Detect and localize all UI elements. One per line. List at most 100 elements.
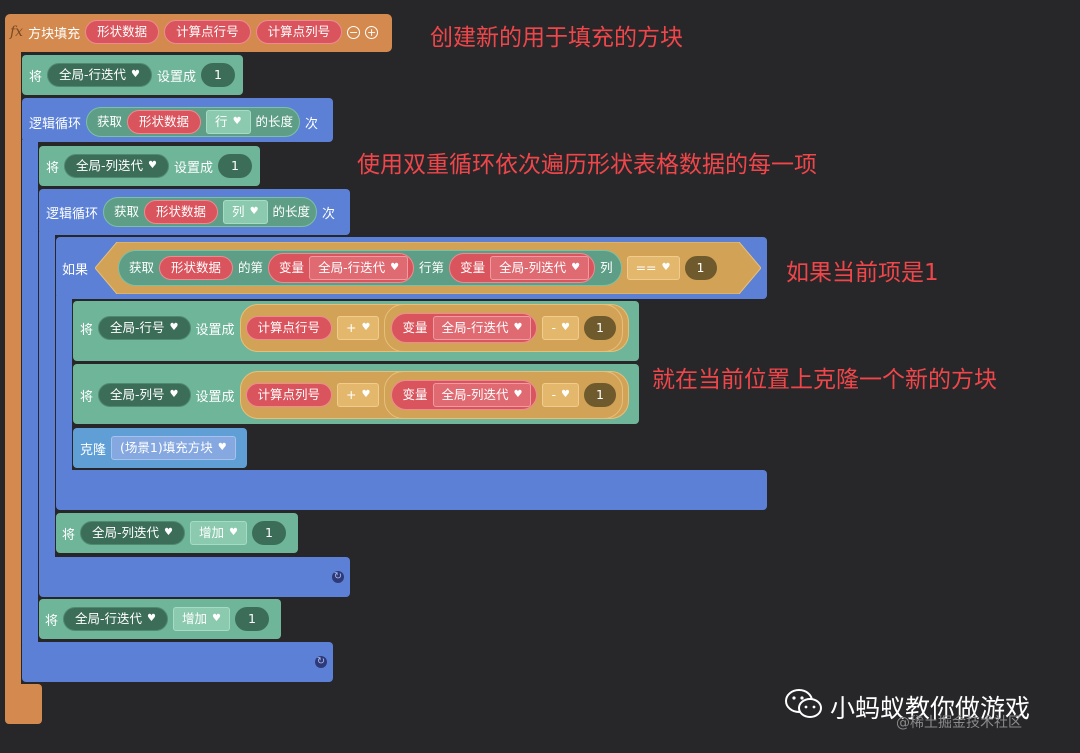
- heart-dropdown-icon: ♥: [229, 527, 238, 538]
- param-shape-data[interactable]: 形状数据: [85, 20, 160, 44]
- set-to-label: 设置成: [195, 389, 235, 405]
- annotation-clone: 就在当前位置上克隆一个新的方块: [652, 367, 997, 393]
- set-to-label: 设置成: [174, 160, 214, 176]
- heart-dropdown-icon: ♥: [169, 322, 179, 333]
- function-block-foot: [5, 684, 42, 724]
- set-keyword: 将: [45, 613, 59, 629]
- set-row-iter-row: 将 全局-行迭代♥ 设置成 1: [29, 63, 236, 87]
- clone-row: 克隆 (场景1)填充方块♥: [80, 436, 236, 460]
- value-input[interactable]: 1: [251, 521, 286, 545]
- function-name[interactable]: 方块填充: [28, 26, 81, 42]
- heart-dropdown-icon: ♥: [571, 262, 581, 273]
- set-keyword: 将: [80, 389, 94, 405]
- get-length-expr[interactable]: 获取 形状数据 行♥ 的长度: [86, 107, 301, 137]
- math-expr[interactable]: 计算点行号 +♥ 变量 全局-行迭代♥ -♥ 1: [239, 304, 629, 352]
- shape-data-var[interactable]: 形状数据: [127, 110, 202, 134]
- loop-keyword: 逻辑循环: [46, 206, 99, 222]
- clone-target-dropdown[interactable]: (场景1)填充方块♥: [111, 436, 236, 460]
- var-dropdown[interactable]: 全局-列迭代♥: [432, 383, 532, 407]
- heart-dropdown-icon: ♥: [164, 527, 173, 538]
- watermark-source: @稀土掘金技术社区: [896, 715, 1022, 731]
- annotation-create-block: 创建新的用于填充的方块: [430, 25, 683, 51]
- loop-keyword: 逻辑循环: [29, 116, 82, 132]
- clone-keyword: 克隆: [80, 442, 107, 458]
- inner-loop-row: 逻辑循环 获取 形状数据 列♥ 的长度 次: [46, 197, 335, 227]
- if-block-spine: [56, 296, 72, 476]
- times-label: 次: [305, 116, 319, 132]
- set-row-no-row: 将 全局-行号♥ 设置成 计算点行号 +♥ 变量 全局-行迭代♥ -♥ 1: [80, 304, 629, 352]
- var-dropdown[interactable]: 全局-行迭代♥: [309, 256, 409, 280]
- value-input[interactable]: 1: [583, 316, 616, 340]
- outer-loop-spine: [22, 140, 38, 645]
- condition-row: 获取 形状数据 的第 变量 全局-行迭代♥ 行第 变量 全局-列迭代♥ 列 ==…: [118, 250, 717, 286]
- var-dropdown[interactable]: 全局-行迭代♥: [47, 63, 152, 87]
- sub-expr[interactable]: 变量 全局-行迭代♥ -♥ 1: [384, 304, 623, 352]
- value-input[interactable]: 1: [234, 607, 269, 631]
- watermark-brand: 小蚂蚁教你做游戏: [830, 694, 1031, 723]
- value-input[interactable]: 1: [201, 63, 236, 87]
- heart-dropdown-icon: ♥: [147, 613, 156, 624]
- heart-dropdown-icon: ♥: [661, 262, 671, 273]
- var-dropdown[interactable]: 全局-列迭代♥: [64, 154, 169, 178]
- param-row-no[interactable]: 计算点行号: [245, 316, 333, 340]
- math-expr[interactable]: 计算点列号 +♥ 变量 全局-列迭代♥ -♥ 1: [239, 371, 629, 419]
- value-input[interactable]: 1: [218, 154, 253, 178]
- compare-value-input[interactable]: 1: [684, 256, 717, 280]
- var-dropdown[interactable]: 全局-列号♥: [98, 383, 191, 407]
- var-dropdown[interactable]: 全局-行迭代♥: [63, 607, 168, 631]
- heart-dropdown-icon: ♥: [561, 389, 570, 400]
- set-keyword: 将: [62, 527, 76, 543]
- sub-expr[interactable]: 变量 全局-列迭代♥ -♥ 1: [384, 371, 623, 419]
- param-row-no[interactable]: 计算点行号: [164, 20, 251, 44]
- compare-op-dropdown[interactable]: ==♥: [626, 256, 680, 280]
- dimension-dropdown[interactable]: 列♥: [223, 200, 268, 224]
- math-op-dropdown[interactable]: +♥: [337, 383, 380, 407]
- function-block-spine: [5, 40, 21, 690]
- param-col-no[interactable]: 计算点列号: [255, 20, 343, 44]
- get-length-expr[interactable]: 获取 形状数据 列♥ 的长度: [103, 197, 318, 227]
- var-dropdown[interactable]: 全局-列迭代♥: [80, 521, 185, 545]
- heart-dropdown-icon: ♥: [232, 116, 242, 127]
- value-input[interactable]: 1: [583, 383, 616, 407]
- inner-loop-spine: [39, 232, 55, 562]
- shape-data-var[interactable]: 形状数据: [159, 256, 234, 280]
- set-keyword: 将: [46, 160, 60, 176]
- set-to-label: 设置成: [157, 69, 197, 85]
- heart-dropdown-icon: ♥: [513, 322, 523, 333]
- remove-param-icon[interactable]: −: [347, 25, 361, 39]
- heart-dropdown-icon: ♥: [217, 442, 227, 453]
- math-op-dropdown[interactable]: -♥: [542, 316, 579, 340]
- loop-end-icon: ↻: [315, 656, 327, 668]
- op-dropdown[interactable]: 增加♥: [173, 607, 230, 631]
- inner-loop-foot: [39, 557, 350, 597]
- get-cell-expr[interactable]: 获取 形状数据 的第 变量 全局-行迭代♥ 行第 变量 全局-列迭代♥ 列: [118, 250, 622, 286]
- times-label: 次: [322, 206, 336, 222]
- heart-dropdown-icon: ♥: [148, 160, 157, 171]
- outer-loop-row: 逻辑循环 获取 形状数据 行♥ 的长度 次: [29, 107, 318, 137]
- heart-dropdown-icon: ♥: [131, 69, 140, 80]
- dimension-dropdown[interactable]: 行♥: [206, 110, 251, 134]
- var-dropdown[interactable]: 全局-行号♥: [98, 316, 191, 340]
- inc-row-iter-row: 将 全局-行迭代♥ 增加♥ 1: [45, 607, 269, 631]
- var-expr[interactable]: 变量 全局-列迭代♥: [391, 380, 538, 410]
- if-block-foot: [56, 470, 767, 510]
- param-col-no[interactable]: 计算点列号: [245, 383, 333, 407]
- var-dropdown[interactable]: 全局-行迭代♥: [432, 316, 532, 340]
- op-dropdown[interactable]: 增加♥: [190, 521, 247, 545]
- if-keyword: 如果: [62, 263, 89, 278]
- heart-dropdown-icon: ♥: [561, 322, 570, 333]
- col-var-expr[interactable]: 变量 全局-列迭代♥: [449, 253, 596, 283]
- row-var-expr[interactable]: 变量 全局-行迭代♥: [268, 253, 415, 283]
- annotation-if-one: 如果当前项是1: [786, 260, 939, 286]
- var-expr[interactable]: 变量 全局-行迭代♥: [391, 313, 538, 343]
- math-op-dropdown[interactable]: +♥: [337, 316, 380, 340]
- set-keyword: 将: [29, 69, 43, 85]
- set-col-no-row: 将 全局-列号♥ 设置成 计算点列号 +♥ 变量 全局-列迭代♥ -♥ 1: [80, 371, 629, 419]
- add-param-icon[interactable]: +: [365, 25, 379, 39]
- math-op-dropdown[interactable]: -♥: [542, 383, 579, 407]
- var-dropdown[interactable]: 全局-列迭代♥: [490, 256, 590, 280]
- set-to-label: 设置成: [195, 322, 235, 338]
- inc-col-iter-row: 将 全局-列迭代♥ 增加♥ 1: [62, 521, 286, 545]
- function-header: fx 方块填充 形状数据 计算点行号 计算点列号 − +: [10, 20, 379, 44]
- shape-data-var[interactable]: 形状数据: [144, 200, 219, 224]
